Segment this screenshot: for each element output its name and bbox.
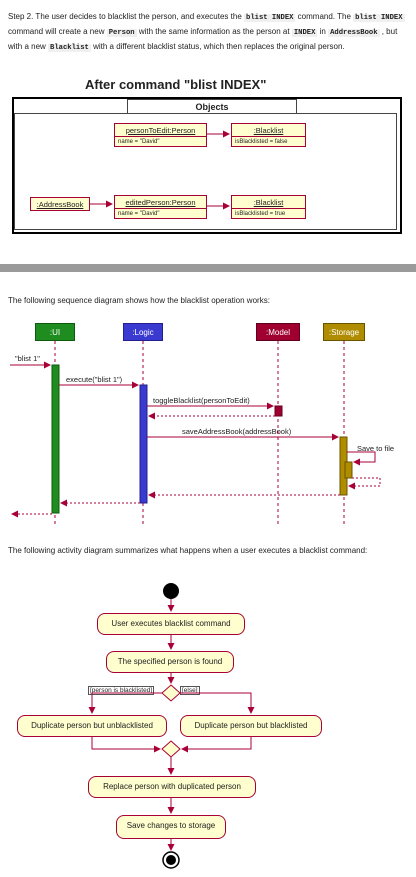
participant-model: :Model	[256, 323, 300, 341]
inline-code: blist INDEX	[244, 14, 296, 22]
object-attr: name = "David"	[115, 136, 206, 147]
flow-merge-right	[181, 737, 252, 753]
text: command. The	[295, 12, 354, 21]
object-name: :Blacklist	[253, 198, 284, 207]
object-diagram-title: After command "blist INDEX"	[85, 77, 267, 92]
package-body	[14, 113, 397, 230]
text: with the same information as the person …	[136, 27, 292, 36]
inline-code: Blacklist	[48, 44, 91, 52]
object-name: personToEdit:Person	[125, 126, 196, 135]
edited-person-object: editedPerson:Person name = "David"	[114, 195, 207, 219]
object-name: :AddressBook	[36, 200, 84, 209]
activation-storage-self	[344, 461, 353, 479]
text: Step 2. The user decides to blacklist th…	[8, 12, 244, 21]
activity-intro: The following activity diagram summarize…	[8, 546, 368, 555]
step-paragraph: Step 2. The user decides to blacklist th…	[8, 10, 408, 55]
participant-storage: :Storage	[323, 323, 365, 341]
inline-code: INDEX	[291, 29, 318, 37]
object-attr: isBlacklisted = true	[232, 208, 305, 219]
person-to-edit-object: personToEdit:Person name = "David"	[114, 123, 207, 147]
activity-user-executes: User executes blacklist command	[97, 613, 245, 635]
activity-duplicate-blacklisted: Duplicate person but blacklisted	[180, 715, 322, 737]
object-name: :Blacklist	[253, 126, 284, 135]
inline-code: blist INDEX	[353, 14, 405, 22]
text: , but with a new	[8, 27, 398, 51]
msg-input: "blist 1"	[15, 354, 40, 363]
participant-logic: :Logic	[123, 323, 163, 341]
object-diagram-frame	[12, 97, 402, 234]
address-book-object: :AddressBook	[30, 197, 90, 211]
text: in	[317, 27, 329, 36]
merge-node	[161, 740, 181, 758]
msg-toggle: toggleBlacklist(personToEdit)	[153, 396, 250, 405]
msg-save-file: Save to file	[357, 444, 395, 453]
object-attr: name = "David"	[115, 208, 206, 219]
end-node-inner	[166, 855, 176, 865]
msg-save: saveAddressBook(addressBook)	[182, 427, 292, 436]
activity-save-storage: Save changes to storage	[116, 815, 226, 839]
msg-execute: execute("blist 1")	[66, 375, 123, 384]
object-attr: isBlacklisted = false	[232, 136, 305, 147]
decision-node	[161, 684, 181, 702]
activity-replace-person: Replace person with duplicated person	[88, 776, 256, 798]
activation-model	[274, 405, 283, 417]
section-divider	[0, 264, 416, 272]
inline-code: AddressBook	[328, 29, 380, 37]
guard-else: [else]	[180, 686, 200, 695]
activity-duplicate-unblacklisted: Duplicate person but unblacklisted	[17, 715, 167, 737]
sequence-intro: The following sequence diagram shows how…	[8, 296, 270, 305]
flow-left	[88, 692, 162, 714]
text: command will create a new	[8, 27, 107, 36]
participant-ui: :UI	[35, 323, 75, 341]
activation-ui	[51, 364, 60, 514]
object-name: editedPerson:Person	[125, 198, 196, 207]
inline-code: Person	[106, 29, 137, 37]
start-node	[163, 583, 179, 599]
text: with a different blacklist status, which…	[90, 42, 345, 51]
flow-merge-left	[91, 737, 161, 753]
activation-logic	[139, 384, 148, 504]
flow-right	[180, 692, 255, 714]
arrow-save-file	[347, 451, 376, 466]
blacklist-top-object: :Blacklist isBlacklisted = false	[231, 123, 306, 147]
return-save-file	[348, 477, 381, 490]
activity-person-found: The specified person is found	[106, 651, 234, 673]
guard-blacklisted: [person is blacklisted]	[88, 686, 155, 695]
blacklist-bottom-object: :Blacklist isBlacklisted = true	[231, 195, 306, 219]
package-label: Objects	[127, 99, 297, 113]
